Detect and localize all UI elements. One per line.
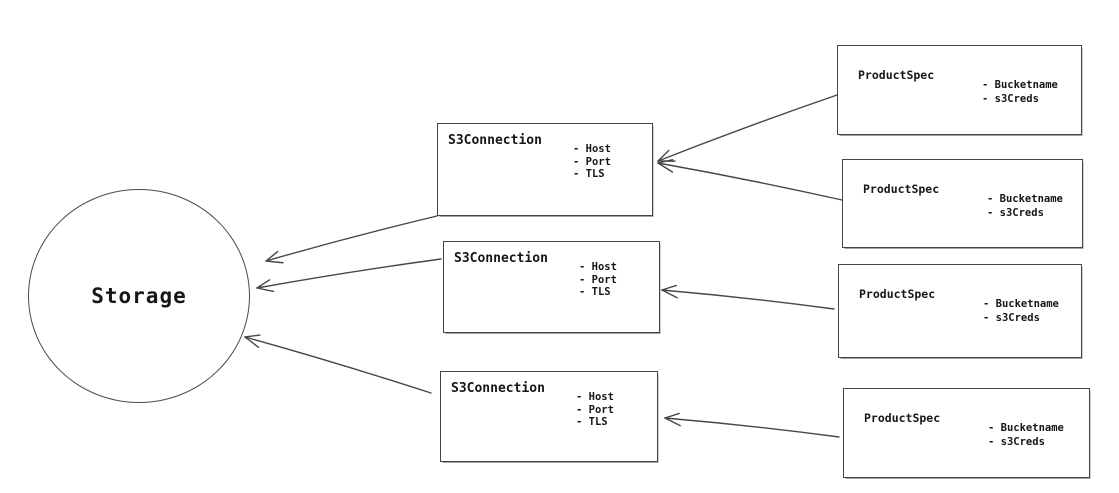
arrowhead-barb [657,162,674,173]
attribute-item: - Bucketname [987,193,1063,205]
edge-productspec-2-to-s3connection-1 [657,159,843,201]
node-storage: Storage [28,189,250,403]
edge-line [661,289,835,310]
node-productspec-3-attributes: - Bucketname- s3Creds [983,298,1059,325]
edge-s3connection-2-to-storage [256,258,442,293]
node-s3connection-1-label: S3Connection [448,133,542,148]
attribute-item: - s3Creds [983,311,1040,324]
attribute-item: - Bucketname [988,422,1064,434]
node-productspec-2-label: ProductSpec [863,182,940,196]
arrowhead-barb [265,260,284,264]
attribute-item: - Bucketname [982,79,1058,91]
attribute-item: - TLS [573,168,605,180]
attribute-item: - Bucketname [983,298,1059,310]
node-productspec-3-label: ProductSpec [859,287,936,301]
attribute-item: - Port [576,403,614,416]
arrowhead-barb [661,284,677,291]
edge-line [265,215,438,262]
node-productspec-1: ProductSpec - Bucketname- s3Creds [837,45,1082,135]
arrowhead-barb [265,250,279,262]
node-productspec-2: ProductSpec - Bucketname- s3Creds [842,159,1083,248]
node-s3connection-2-label: S3Connection [454,251,548,266]
node-productspec-1-attributes: - Bucketname- s3Creds [982,79,1058,106]
node-productspec-4-label: ProductSpec [864,411,941,425]
arrowhead-barb [664,417,681,427]
edge-line [244,336,432,394]
attribute-item: - Host [573,143,611,155]
attribute-item: - s3Creds [982,92,1039,105]
arrowhead-barb [657,149,670,162]
node-s3connection-2-attributes: - Host- Port- TLS [579,261,617,299]
attribute-item: - TLS [579,286,611,298]
arrowhead-barb [664,412,680,419]
arrowhead-barb [244,336,260,349]
attribute-item: - s3Creds [988,435,1045,448]
edge-line [657,94,838,162]
node-productspec-2-attributes: - Bucketname- s3Creds [987,193,1063,220]
arrowhead-barb [244,334,261,338]
arrowhead-barb [657,159,674,164]
node-productspec-3: ProductSpec - Bucketname- s3Creds [838,264,1082,358]
attribute-item: - Port [579,273,617,286]
node-productspec-4: ProductSpec - Bucketname- s3Creds [843,388,1090,478]
edge-line [664,417,840,438]
edge-line [256,258,442,289]
arrowhead-barb [256,287,275,293]
attribute-item: - s3Creds [987,206,1044,219]
edge-productspec-1-to-s3connection-1 [657,94,838,162]
node-s3connection-2: S3Connection - Host- Port- TLS [443,241,660,333]
arrowhead-barb [661,289,678,299]
node-productspec-4-attributes: - Bucketname- s3Creds [988,422,1064,449]
node-s3connection-1-attributes: - Host- Port- TLS [573,143,611,181]
attribute-item: - Host [576,391,614,403]
edge-line [657,162,843,201]
edge-s3connection-1-to-storage [265,215,438,264]
node-s3connection-1: S3Connection - Host- Port- TLS [437,123,653,216]
node-productspec-1-label: ProductSpec [858,68,935,82]
edge-productspec-4-to-s3connection-3 [664,412,840,438]
edge-productspec-3-to-s3connection-2 [661,284,835,310]
attribute-item: - Port [573,155,611,168]
node-s3connection-3: S3Connection - Host- Port- TLS [440,371,658,462]
node-s3connection-3-label: S3Connection [451,381,545,396]
attribute-item: - Host [579,261,617,273]
edge-s3connection-3-to-storage [244,334,432,394]
node-storage-label: Storage [91,284,187,308]
attribute-item: - TLS [576,416,608,428]
arrowhead-barb [256,279,271,289]
node-s3connection-3-attributes: - Host- Port- TLS [576,391,614,429]
